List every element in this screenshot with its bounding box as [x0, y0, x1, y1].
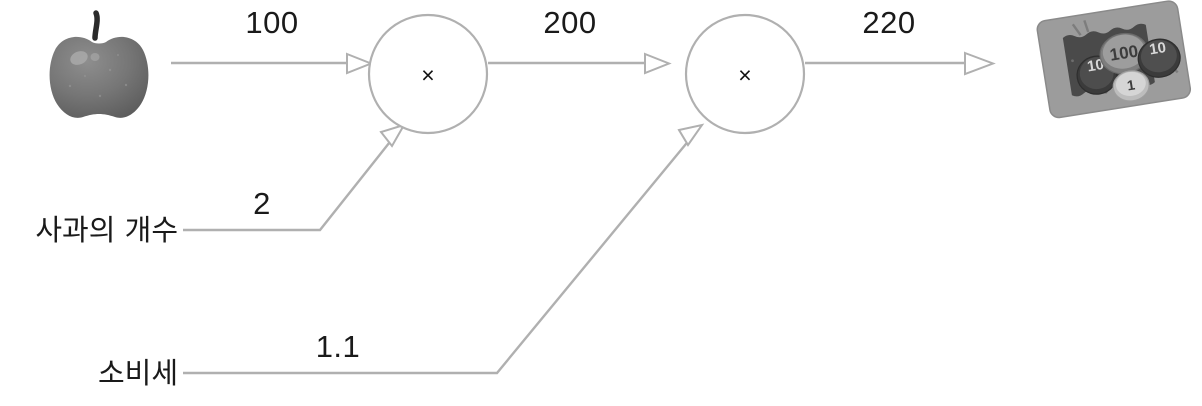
apple-icon [49, 10, 149, 118]
operator-glyph-multiply: × [421, 62, 434, 88]
edge-mul2-to-coins [805, 51, 996, 76]
edge-label-220: 220 [862, 5, 915, 40]
input-label-apple-count: 사과의 개수 [35, 213, 178, 247]
edge-apple-to-mul1 [171, 52, 374, 75]
edge-label-2: 2 [253, 186, 271, 221]
coin-value-10: 10 [1086, 56, 1105, 75]
node-multiply-2[interactable]: × [684, 13, 806, 135]
operator-glyph-multiply: × [738, 62, 751, 88]
edge-mul1-to-mul2 [488, 52, 672, 75]
edge-label-200: 200 [543, 5, 596, 40]
coin-1: 1 [1112, 70, 1150, 102]
edge-tax-to-mul2 [183, 123, 705, 375]
coin-tray-icon: 10 100 10 1 [1036, 0, 1192, 119]
coin-100: 100 [1099, 32, 1149, 75]
coin-value-10: 10 [1148, 39, 1167, 58]
coin-10-right: 10 [1137, 38, 1181, 78]
edge-applecount-to-mul1 [183, 123, 407, 232]
edge-label-100: 100 [245, 5, 298, 40]
node-multiply-1[interactable]: × [367, 13, 489, 135]
input-label-consumption-tax: 소비세 [98, 356, 178, 390]
coin-value-100: 100 [1108, 42, 1139, 65]
edge-label-1-1: 1.1 [316, 329, 361, 364]
coin-value-1: 1 [1126, 76, 1136, 93]
